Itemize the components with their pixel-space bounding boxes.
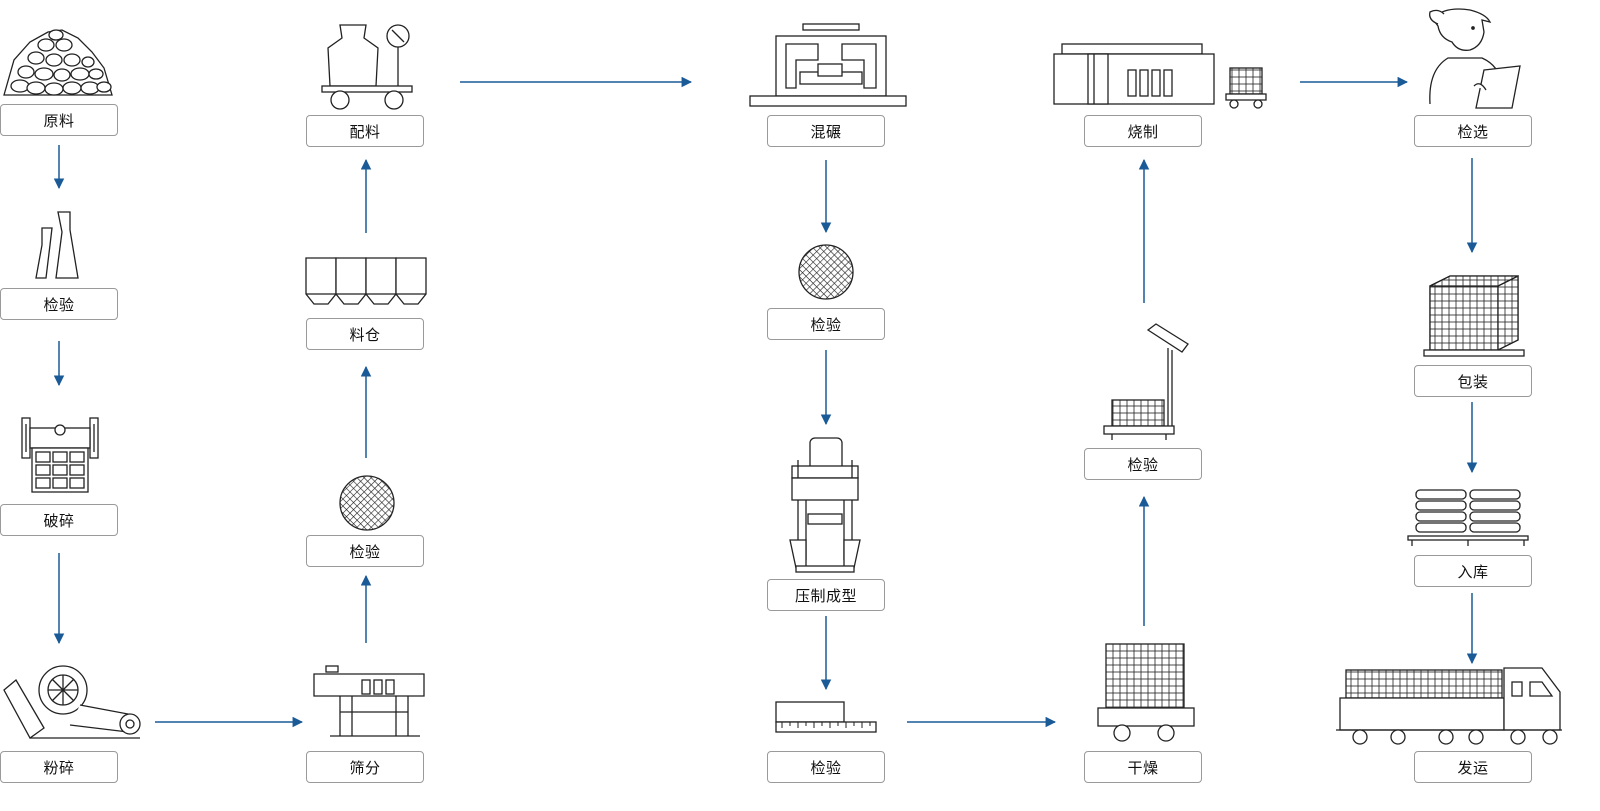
vibrating-screen-icon [313,665,425,737]
mixer-machine-icon [749,23,907,107]
step-label-inspection-4: 检验 [767,751,885,783]
lab-flask-icon [35,211,79,279]
step-label-sorting: 检选 [1414,115,1532,147]
step-label-firing: 烧制 [1084,115,1202,147]
inspector-person-icon [1429,8,1521,109]
batching-scale-icon [321,24,413,110]
sieve-mesh-icon [798,244,854,300]
ruler-block-icon [775,701,877,733]
jaw-crusher-icon [21,417,99,493]
rock-pile-icon [3,29,113,96]
step-label-screening: 筛分 [306,751,424,783]
step-label-press-forming: 压制成型 [767,579,885,611]
kiln-icon [1053,43,1267,109]
hydraulic-press-icon [789,437,861,573]
platform-scale-icon [1103,323,1189,440]
step-label-crushing: 破碎 [0,504,118,536]
step-label-raw-material: 原料 [0,104,118,136]
stacked-pallet-icon [1407,489,1529,546]
drying-cart-icon [1097,643,1195,742]
step-label-inspection-3: 检验 [767,308,885,340]
step-label-drying: 干燥 [1084,751,1202,783]
step-label-storage: 入库 [1414,555,1532,587]
silo-bins-icon [305,257,427,305]
sieve-mesh-icon [339,475,395,531]
step-label-silo: 料仓 [306,318,424,350]
step-label-batching: 配料 [306,115,424,147]
step-label-mixing: 混碾 [767,115,885,147]
step-label-shipping: 发运 [1414,751,1532,783]
step-label-inspection-5: 检验 [1084,448,1202,480]
grinding-mill-icon [3,665,141,739]
step-label-packaging: 包装 [1414,365,1532,397]
flow-arrows [53,76,1478,728]
step-label-inspection-2: 检验 [306,535,424,567]
step-label-inspection-1: 检验 [0,288,118,320]
delivery-truck-icon [1336,667,1562,745]
packaged-pallet-icon [1423,274,1525,357]
step-label-grinding: 粉碎 [0,751,118,783]
